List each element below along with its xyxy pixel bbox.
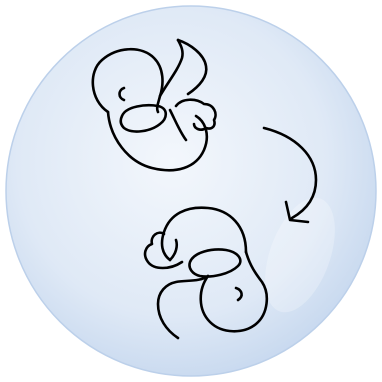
sphere [6, 6, 376, 376]
